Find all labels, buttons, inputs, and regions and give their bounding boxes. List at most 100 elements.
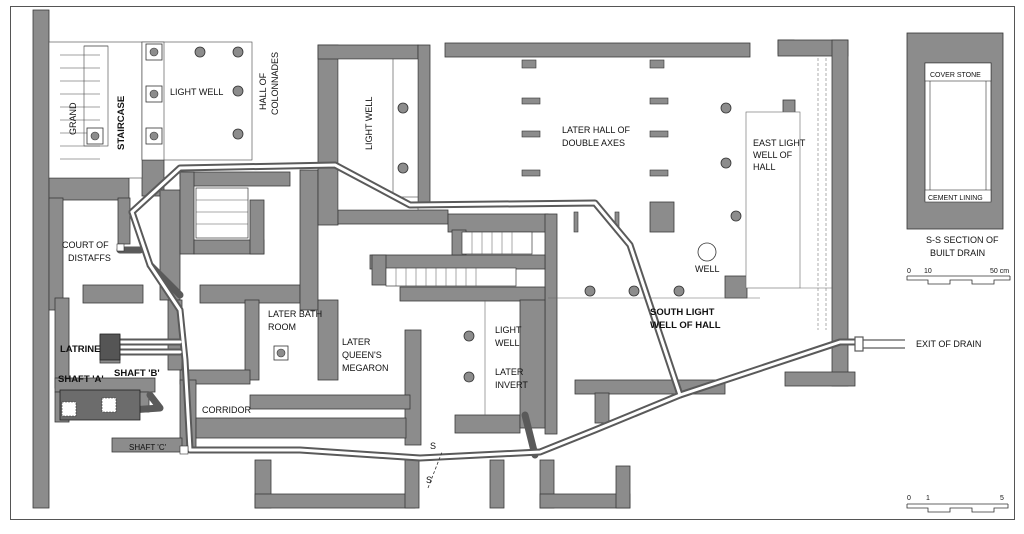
label-s-bottom: S [426,475,432,485]
wall-segment [544,213,558,435]
wall-segment [48,177,130,201]
wall-segment [371,254,387,286]
label-colonnades: COLONNADES [270,52,280,115]
wall-segment [447,213,549,233]
wall-segment [244,299,260,381]
east-wall [831,39,849,387]
court-marker [116,243,125,252]
hall-north-wall [444,42,751,58]
shaft-c-marker [179,445,189,455]
wall-segment [179,369,251,385]
stair-treads [196,199,513,286]
label-main-scale-1: 1 [926,495,930,502]
east-drain [817,58,827,330]
wall-segment [404,459,420,509]
label-scale-10: 10 [924,268,932,275]
wall-segment [784,371,856,387]
wall-segment [454,414,521,434]
wall-segment [254,493,416,509]
label-well: WELL [695,264,720,274]
drain-inner [118,163,860,460]
label-main-scale-0: 0 [907,495,911,502]
label-latrine: LATRINE [60,344,100,355]
wall-segment [489,459,505,509]
columns [194,46,742,383]
label-section-title-1: S-S SECTION OF [926,235,999,245]
label-east-lw-3: HALL [753,162,776,172]
label-cement-lining: CEMENT LINING [928,195,983,202]
wall-segment [299,169,319,311]
label-exit: EXIT OF DRAIN [916,339,981,349]
well-circle [697,242,717,262]
label-light-well-nw: LIGHT WELL [170,87,223,97]
wall-segment [615,465,631,509]
wall-segment [82,284,144,304]
wall-segment [179,171,291,187]
wall-segment [594,392,610,424]
label-invert-1: LATER [495,367,524,377]
grand-staircase [48,41,143,179]
label-light-well-vertical: LIGHT WELL [364,97,374,150]
label-queen-2: QUEEN'S [342,350,382,360]
wall-segment [249,394,411,410]
wall-segment [417,44,431,206]
frame-border [10,6,1015,520]
wall-segment [111,437,183,453]
label-invert-2: INVERT [495,380,528,390]
label-shaft-a: SHAFT 'A' [58,374,104,385]
label-grand: GRAND [68,102,78,135]
label-lw-inner-1: LIGHT [495,325,522,335]
wall-segment [399,286,546,302]
label-later-hall-2: DOUBLE AXES [562,138,625,148]
labels: GRAND STAIRCASE LIGHT WELL HALL OF COLON… [58,52,1009,502]
east-light-well-area [745,111,801,289]
wall-segment [369,254,546,270]
wall-segment [249,199,265,255]
label-east-lw-2: WELL OF [753,150,793,160]
label-corridor: CORRIDOR [202,405,251,415]
label-court-2: DISTAFFS [68,253,111,263]
shaft-a-marker [61,401,77,417]
wall-segment [724,275,748,299]
section-scale-bar [906,275,1011,285]
section-line [427,451,443,489]
label-s-top: S [430,441,436,451]
label-shaft-c: SHAFT 'C' [129,443,167,452]
label-bath-1: LATER BATH [268,309,322,319]
label-scale-0: 0 [907,268,911,275]
square-pillar-dots [90,47,286,358]
main-scale-bar [906,503,1009,513]
west-wall [32,9,50,509]
label-bath-2: ROOM [268,322,296,332]
wall-segment [649,201,675,233]
wall-segment [337,209,449,225]
wall-segment [48,197,64,311]
label-east-lw-1: EAST LIGHT [753,138,806,148]
wall-segment [317,44,339,226]
label-court-1: COURT OF [62,240,109,250]
latrine-block [99,333,121,361]
colonnade-strip [392,58,419,198]
label-later-hall-1: LATER HALL OF [562,125,631,135]
label-cover-stone: COVER STONE [930,72,981,79]
label-queen-1: LATER [342,337,371,347]
exit-pipe [854,336,905,352]
wall-segment [519,299,546,429]
label-section-title-2: BUILT DRAIN [930,248,985,258]
wall-segment [179,171,195,255]
pillar-bases [521,59,669,233]
stair-block [195,187,533,287]
wall-segment [117,197,131,245]
label-queen-3: MEGARON [342,363,389,373]
walls [32,9,856,509]
section-detail [906,32,1004,230]
label-main-scale-5: 5 [1000,495,1004,502]
wall-segment [317,299,339,381]
label-south-lw-2: WELL OF HALL [650,320,721,331]
wall-segment [317,44,419,60]
label-staircase: STAIRCASE [116,96,127,150]
label-scale-50: 50 cm [990,268,1009,275]
label-hall-of: HALL OF [258,72,268,110]
